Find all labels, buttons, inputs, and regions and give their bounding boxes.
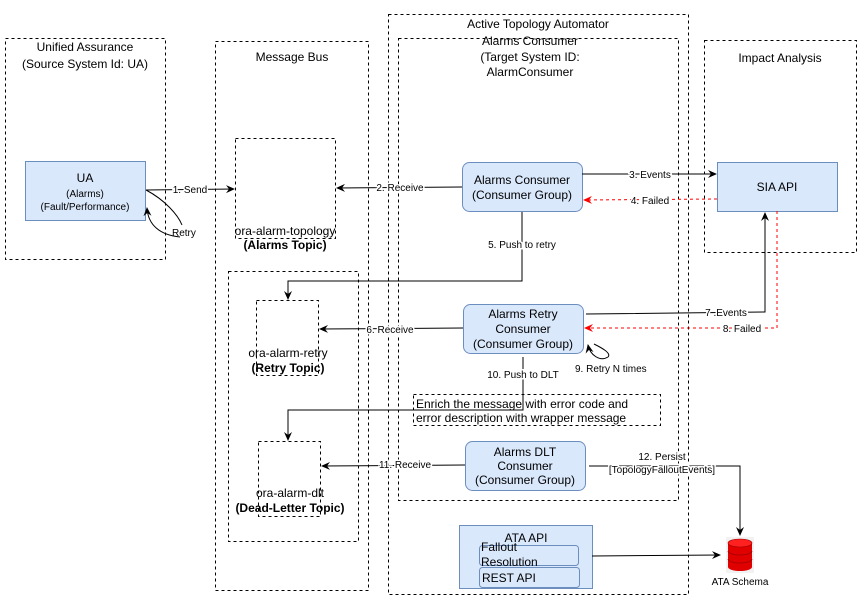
edge-receive11-label: 11. Receive (379, 460, 432, 471)
fallout-line1: Fallout (481, 540, 518, 554)
enrich-line1: Enrich the message with error code and (416, 397, 628, 411)
edge-persist12-label2: [TopologyFalloutEvents] (609, 465, 715, 476)
edge-failed4-label: 4. Failed (631, 196, 669, 207)
rc-line1: Alarms Retry (488, 307, 557, 321)
alarms-consumer-container: Alarms Consumer (Target System ID: Alarm… (398, 34, 679, 501)
ua-container-subtitle: (Source System Id: UA) (22, 57, 148, 71)
dc-line2: Consumer (497, 459, 552, 473)
alarms-topic[interactable]: ora-alarm-topology (Alarms Topic) (235, 138, 336, 253)
alarms-topic-name: ora-alarm-topology (235, 224, 336, 238)
edge-receive2: 2. Receive (336, 182, 463, 196)
retry-topic-type: (Retry Topic) (251, 361, 324, 375)
ata-api-box[interactable]: ATA API Fallout Resolution REST API (459, 525, 593, 589)
edge-retry-label: Retry (172, 228, 196, 239)
database-icon: ATA Schema (712, 537, 769, 588)
edge-push-dlt10-label: 10. Push to DLT (487, 370, 559, 381)
edge-api-to-db (591, 551, 721, 560)
impact-analysis-container: Impact Analysis (704, 40, 857, 253)
fallout-resolution-item[interactable] (479, 545, 579, 566)
message-bus-container: Message Bus (215, 41, 369, 591)
retry-topic-name: ora-alarm-retry (248, 346, 327, 360)
edge-send: 1. Send (145, 184, 235, 198)
ata-api-title: ATA API (505, 531, 548, 545)
edge-retry9-label: 9. Retry N times (575, 364, 647, 375)
ua-box-line3: (Fault/Performance) (41, 202, 130, 213)
rest-api-item[interactable] (479, 567, 580, 588)
unified-assurance-container: Unified Assurance (Source System Id: UA) (5, 38, 166, 260)
edge-persist12-label1: 12. Persist (638, 452, 685, 463)
edge-receive6-label: 6. Receive (366, 325, 414, 336)
ata-container: Active Topology Automator (388, 14, 689, 595)
alarms-consumer-box[interactable]: Alarms Consumer (Consumer Group) (462, 162, 583, 212)
edge-receive6: 6. Receive (319, 324, 464, 338)
edge-push-dlt10: 10. Push to DLT (284, 357, 560, 441)
dlt-topic-name: ora-alarm-dlt (256, 486, 325, 500)
edge-push-retry5-label: 5. Push to retry (488, 240, 556, 251)
edge-persist12: 12. Persist [TopologyFalloutEvents] (589, 451, 744, 536)
edge-events7-label: 7 .Events (705, 308, 747, 319)
acc-line1: Alarms Consumer (482, 34, 578, 48)
edge-receive2-label: 2. Receive (376, 183, 424, 194)
edge-push-retry5: 5. Push to retry (284, 212, 557, 300)
ua-box-line2: (Alarms) (66, 189, 104, 200)
dlt-topic-type: (Dead-Letter Topic) (235, 501, 344, 515)
edge-receive11: 11. Receive (321, 459, 466, 473)
dlt-topic[interactable]: ora-alarm-dlt (Dead-Letter Topic) (235, 441, 345, 517)
edge-failed8: 8. Failed (584, 211, 778, 337)
sia-api-label: SIA API (757, 180, 798, 194)
edge-events7: 7 .Events (585, 212, 769, 321)
dlt-consumer-box[interactable]: Alarms DLT Consumer (Consumer Group) (465, 441, 586, 491)
database-label: ATA Schema (712, 577, 769, 588)
edge-retry9: 9. Retry N times (575, 343, 647, 375)
ac-line2: (Consumer Group) (472, 188, 572, 202)
rc-line3: (Consumer Group) (473, 337, 573, 351)
impact-analysis-title: Impact Analysis (738, 51, 821, 65)
edge-events3: 3. Events (582, 169, 717, 183)
ua-box[interactable]: UA (Alarms) (Fault/Performance) (25, 161, 146, 221)
edge-failed8-label: 8. Failed (723, 324, 761, 335)
edge-events3-label: 3. Events (629, 170, 671, 181)
message-bus-title: Message Bus (256, 50, 329, 64)
ua-box-title: UA (77, 171, 94, 185)
ac-line1: Alarms Consumer (474, 173, 570, 187)
retry-dlt-group (228, 271, 359, 542)
fallout-line2: Resolution (481, 555, 538, 569)
ua-container-title: Unified Assurance (37, 40, 134, 54)
retry-consumer-box[interactable]: Alarms Retry Consumer (Consumer Group) (463, 304, 584, 354)
rc-line2: Consumer (495, 322, 550, 336)
acc-line3: AlarmConsumer (487, 65, 574, 79)
enrich-line2: error description with wrapper message (416, 411, 626, 425)
edge-retry: Retry (146, 189, 196, 239)
edge-send-label: 1. Send (173, 185, 207, 196)
alarms-topic-type: (Alarms Topic) (243, 238, 326, 252)
dc-line3: (Consumer Group) (475, 473, 575, 487)
retry-topic[interactable]: ora-alarm-retry (Retry Topic) (248, 300, 328, 376)
rest-api-label: REST API (482, 571, 536, 585)
sia-api-box[interactable]: SIA API (717, 162, 838, 212)
ata-title: Active Topology Automator (467, 17, 609, 31)
edge-failed4: 4. Failed (583, 195, 718, 209)
acc-line2: (Target System ID: (480, 50, 579, 64)
dc-line1: Alarms DLT (494, 445, 557, 459)
